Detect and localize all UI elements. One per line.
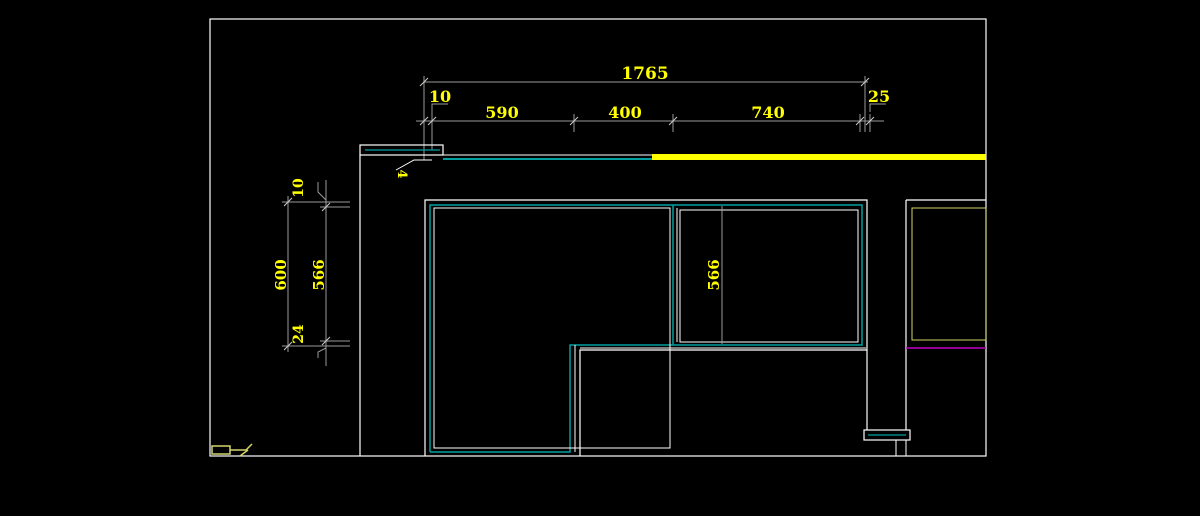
dimension-bottom-gap-label: 24 bbox=[291, 324, 307, 344]
dimension-right-panel-label: 566 bbox=[705, 259, 723, 290]
dimension-right-offset-label: 25 bbox=[868, 87, 890, 106]
ucs-icon bbox=[211, 443, 253, 457]
dimension-plate-label: 4 bbox=[394, 169, 409, 178]
dimension-inner-height-label: 566 bbox=[310, 259, 328, 290]
dimension-overall-label: 1765 bbox=[621, 64, 668, 84]
dimension-left-offset-label: 10 bbox=[429, 87, 451, 106]
right-section bbox=[863, 199, 987, 456]
dimension-segment-3-label: 740 bbox=[751, 103, 784, 122]
left-dimension-chain bbox=[282, 180, 350, 366]
dimension-segment-2-label: 400 bbox=[608, 103, 641, 122]
dimension-top-gap-label: 10 bbox=[291, 178, 307, 198]
dimension-overall-height-label: 600 bbox=[272, 259, 290, 290]
top-dimension-chain bbox=[416, 76, 886, 160]
highlighted-edge bbox=[652, 154, 986, 160]
dimension-segment-1-label: 590 bbox=[485, 103, 518, 122]
main-cabinet bbox=[424, 199, 868, 456]
top-plate bbox=[359, 144, 986, 171]
side-window bbox=[911, 207, 987, 341]
